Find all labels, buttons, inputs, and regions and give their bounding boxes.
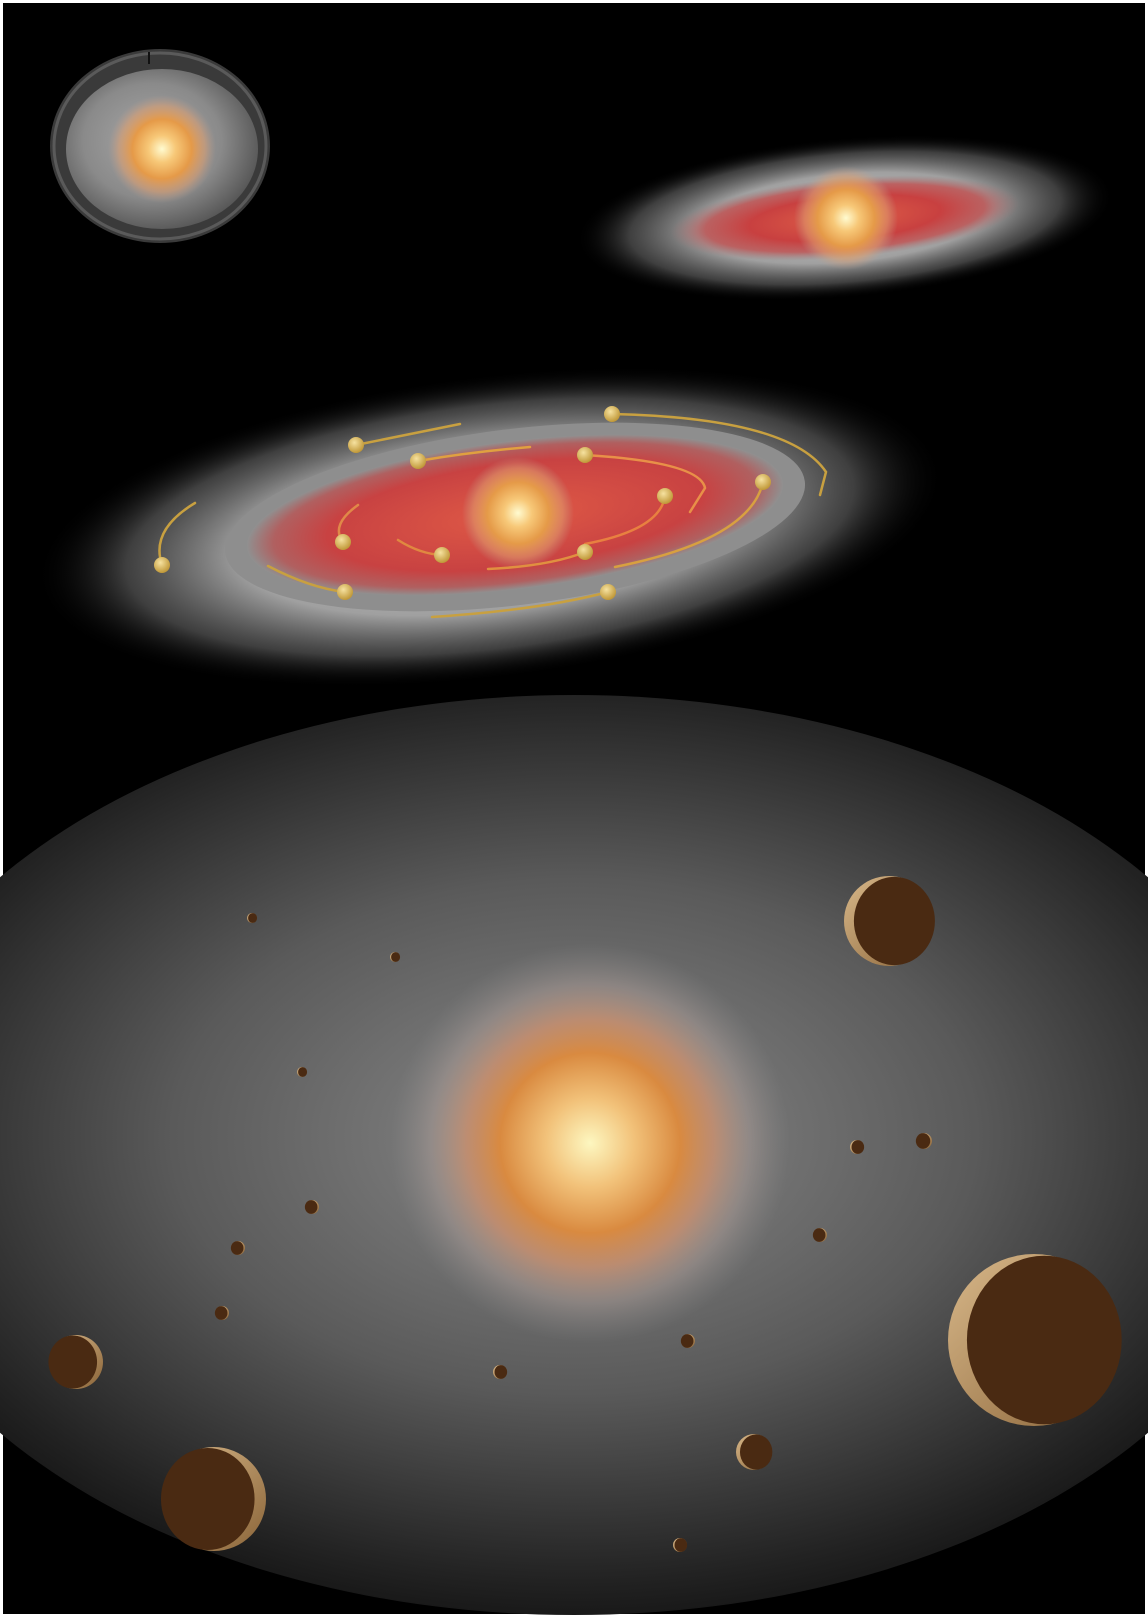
- rocky-planet-shadow: [214, 1306, 228, 1320]
- protostar-1: [108, 95, 216, 203]
- planetesimal: [348, 437, 364, 453]
- orbit-trail: [583, 453, 707, 514]
- planetesimal: [577, 544, 593, 560]
- rocky-planet-shadow: [391, 952, 401, 962]
- rocky-planet: [230, 1241, 245, 1255]
- rocky-planet: [247, 913, 258, 923]
- planetesimal: [657, 488, 673, 504]
- rocky-planet: [48, 1335, 103, 1389]
- orbit-trail: [610, 412, 828, 497]
- stage-collapsing-cloud: [50, 49, 270, 243]
- rocky-planet: [297, 1067, 308, 1077]
- rocky-planet: [673, 1538, 688, 1552]
- rocky-planet-shadow: [304, 1200, 318, 1214]
- stage-planetesimal-disk: [35, 366, 945, 688]
- planetesimal: [434, 547, 450, 563]
- rocky-planet-shadow: [160, 1448, 255, 1550]
- planetesimal: [755, 474, 771, 490]
- rocky-planet: [850, 1140, 865, 1154]
- rocky-planet-shadow: [915, 1133, 931, 1149]
- cloud-rim: [52, 51, 268, 241]
- young-star: [390, 943, 790, 1343]
- planetesimal: [335, 534, 351, 550]
- rocky-bodies: [48, 876, 1122, 1552]
- rocky-planet-shadow: [674, 1538, 688, 1552]
- stage-young-system: [0, 695, 1148, 1615]
- rocky-planet: [160, 1447, 266, 1551]
- rocky-planet-shadow: [853, 876, 935, 966]
- rocky-planet-shadow: [248, 913, 258, 923]
- rocky-planet-shadow: [298, 1067, 308, 1077]
- orbit-trail: [430, 590, 610, 619]
- planetesimal: [604, 406, 620, 422]
- planetesimal: [600, 584, 616, 600]
- planetesimals: [154, 406, 771, 600]
- rocky-planet: [493, 1365, 508, 1379]
- planetesimal: [337, 584, 353, 600]
- rocky-planet: [844, 876, 935, 966]
- rocky-planet: [680, 1334, 695, 1348]
- rocky-planet-shadow: [966, 1255, 1122, 1425]
- planetesimal: [410, 453, 426, 469]
- rocky-planet-shadow: [812, 1228, 826, 1242]
- rocky-planet-shadow: [680, 1334, 694, 1348]
- orbit-trail: [354, 422, 462, 447]
- planetesimal: [577, 447, 593, 463]
- protostar-2: [794, 166, 898, 270]
- stage-protoplanetary-disk: [575, 134, 1115, 302]
- rocky-planet-shadow: [851, 1140, 865, 1154]
- orbit-trail: [613, 480, 765, 569]
- rocky-planet-shadow: [494, 1365, 508, 1379]
- rocky-planet-shadow: [48, 1335, 98, 1389]
- rocky-planet-shadow: [739, 1434, 773, 1470]
- rocky-planet: [214, 1306, 229, 1320]
- orbit-trail: [416, 445, 532, 463]
- rocky-planet: [948, 1254, 1122, 1426]
- rocky-planet: [304, 1200, 319, 1214]
- planetesimal: [154, 557, 170, 573]
- rocky-planet-shadow: [230, 1241, 244, 1255]
- rocky-planet: [390, 952, 401, 962]
- protostar-3: [462, 457, 574, 569]
- rocky-planet: [915, 1133, 932, 1149]
- rocky-planet: [812, 1228, 827, 1242]
- rocky-planet: [736, 1434, 773, 1470]
